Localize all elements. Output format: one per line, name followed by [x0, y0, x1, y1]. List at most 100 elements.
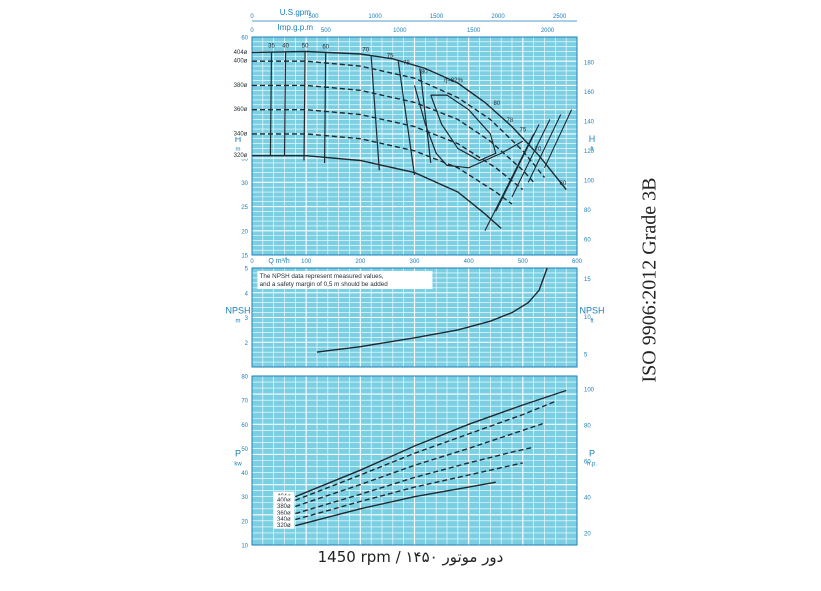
y-axis-unit: m — [236, 319, 241, 325]
panel-npsh-frame — [251, 267, 578, 368]
y2-tick-label: 15 — [584, 277, 591, 283]
imp-gpm-tick: 500 — [321, 28, 332, 34]
size-label: 320ø — [234, 153, 248, 159]
series-line-400ø — [252, 60, 546, 178]
efficiency-label: 80 — [493, 101, 500, 107]
y-axis-label: NPSH — [225, 306, 250, 316]
y-tick-label: 2 — [245, 341, 249, 347]
efficiency-label: 50 — [302, 44, 309, 50]
series-line-380ø — [295, 422, 545, 508]
npsh-note-line1: The NPSH data represent measured values, — [260, 273, 384, 280]
us-gpm-label: U.S.gpm — [280, 8, 311, 17]
y2-tick-label: 120 — [584, 149, 595, 155]
y2-tick-label: 5 — [584, 353, 588, 359]
y-tick-label: 35 — [241, 157, 248, 163]
y-tick-label: 30 — [241, 495, 248, 501]
efficiency-isoline-right — [495, 123, 540, 212]
y-tick-label: 5 — [245, 267, 249, 273]
efficiency-label: 35 — [268, 44, 275, 50]
y-tick-label: 4 — [245, 291, 249, 297]
series-line-320ø — [295, 481, 496, 527]
y2-tick-label: 40 — [584, 496, 591, 502]
efficiency-label: 40 — [282, 44, 289, 50]
us-gpm-tick: 2000 — [491, 14, 505, 20]
size-label-bg — [273, 501, 295, 510]
y2-axis-unit: ft — [590, 319, 594, 325]
y2-tick-label: 80 — [584, 424, 591, 430]
imp-gpm-tick: 1500 — [467, 28, 481, 34]
efficiency-isoline-right — [511, 119, 551, 198]
y2-tick-label: 180 — [584, 60, 595, 66]
us-gpm-tick: 1500 — [430, 14, 444, 20]
series-line-400ø — [295, 400, 556, 501]
efficiency-isoline — [419, 68, 432, 164]
y2-axis-label: P — [589, 449, 595, 459]
size-label: 340ø — [277, 517, 291, 523]
y-tick-label: 70 — [241, 399, 248, 405]
size-label: 380ø — [234, 83, 248, 89]
size-label: 360ø — [234, 107, 248, 113]
size-label: 340ø — [234, 131, 248, 137]
y-axis-unit: m — [236, 147, 241, 153]
imp-gpm-tick: 0 — [250, 28, 254, 34]
y-tick-label: 60 — [241, 36, 248, 42]
series-line-340ø — [295, 462, 523, 521]
y2-axis-unit: ft — [590, 147, 594, 153]
q-tick-label: 600 — [572, 259, 583, 265]
y2-tick-label: 100 — [584, 179, 595, 185]
us-gpm-tick: 0 — [250, 14, 254, 20]
series-line-360ø — [252, 108, 524, 191]
us-gpm-tick: 1000 — [368, 14, 382, 20]
y-axis-label: P — [235, 449, 241, 459]
y-tick-label: 25 — [241, 205, 248, 211]
y-tick-label: 20 — [241, 229, 248, 235]
npsh-note-line2: and a safety margin of 0,5 m should be a… — [260, 281, 389, 288]
efficiency-label: 75 — [519, 127, 526, 133]
y2-tick-label: 80 — [584, 208, 591, 214]
size-label-bg — [273, 508, 295, 517]
y-tick-label: 30 — [241, 181, 248, 187]
standard-title: ISO 9906:2012 Grade 3B — [638, 177, 661, 383]
efficiency-label: 78 — [403, 61, 410, 67]
y2-tick-label: 100 — [584, 388, 595, 394]
imp-gpm-tick: 2000 — [541, 28, 555, 34]
q-tick-label: 200 — [355, 259, 366, 265]
efficiency-label: 70 — [362, 48, 369, 54]
efficiency-isoline-right — [544, 109, 573, 169]
efficiency-isoline-right — [527, 114, 562, 183]
q-tick-label: 100 — [301, 259, 312, 265]
y2-axis-unit: h.p. — [587, 462, 597, 468]
size-label-bg — [230, 150, 251, 159]
q-axis-label: Q m³/h — [268, 258, 289, 265]
efficiency-label: 60 — [322, 45, 329, 51]
size-label: 400ø — [234, 59, 248, 65]
series-line-404ø — [295, 389, 567, 498]
efficiency-isoline — [283, 51, 287, 156]
size-label: 404ø — [234, 50, 248, 56]
size-label-bg — [230, 128, 251, 137]
npsh-note-bg — [257, 271, 433, 289]
size-label-bg — [273, 520, 295, 529]
y-axis-label: H — [235, 134, 242, 144]
y2-tick-label: 60 — [584, 460, 591, 466]
y-tick-label: 40 — [241, 471, 248, 477]
efficiency-label: 75 — [387, 53, 394, 59]
efficiency-contour-80 — [413, 85, 524, 169]
rpm-footer: 1450 rpm / ۱۴۵۰ دور موتور — [317, 548, 504, 566]
us-gpm-tick: 2500 — [553, 14, 567, 20]
y-tick-label: 80 — [241, 375, 248, 381]
size-label-bg — [273, 514, 295, 523]
efficiency-label: 60 — [560, 181, 567, 187]
efficiency-isoline — [370, 56, 380, 171]
series-line-360ø — [295, 446, 534, 515]
y2-tick-label: 10 — [584, 315, 591, 321]
size-label-bg — [230, 47, 251, 56]
standard-title-container: ISO 9906:2012 Grade 3B — [620, 130, 680, 430]
size-label-bg — [230, 104, 251, 113]
efficiency-label: 78 — [506, 118, 513, 124]
size-label: 360ø — [277, 511, 291, 517]
series-line-340ø — [252, 133, 513, 205]
y-tick-label: 3 — [245, 316, 249, 322]
